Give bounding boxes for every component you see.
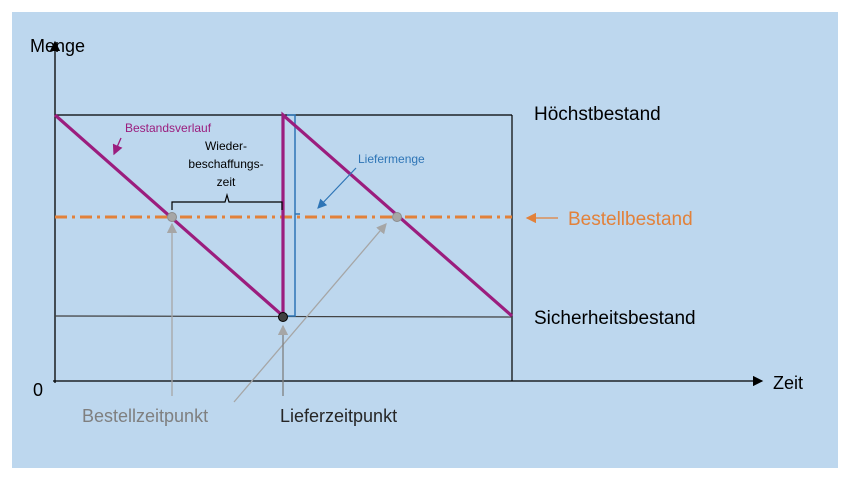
order-point-1	[167, 212, 177, 222]
lead-time-label-3: zeit	[217, 175, 236, 189]
x-axis-label: Zeit	[773, 373, 803, 393]
stock-curve-label: Bestandsverlauf	[125, 121, 212, 135]
delivery-qty-bracket	[287, 114, 300, 317]
max-stock-label: Höchstbestand	[534, 104, 661, 125]
order-time-arrow-2	[233, 223, 387, 403]
stock-curve-arrow	[112, 137, 123, 156]
delivery-point	[278, 312, 288, 322]
lead-time-label-1: Wieder-	[205, 139, 247, 153]
delivery-time-label: Lieferzeitpunkt	[280, 406, 397, 426]
y-axis-label: Menge	[30, 36, 85, 56]
lead-time-label-2: beschaffungs-	[188, 157, 263, 171]
delivery-qty-label: Liefermenge	[358, 152, 425, 166]
order-time-label: Bestellzeitpunkt	[82, 406, 208, 426]
lead-time-brace	[171, 192, 283, 210]
safety-stock-label: Sicherheitsbestand	[534, 308, 696, 329]
reorder-level-label: Bestellbestand	[568, 209, 693, 230]
order-point-2	[392, 212, 402, 222]
delivery-qty-arrow	[317, 167, 357, 209]
origin-label: 0	[33, 380, 43, 400]
